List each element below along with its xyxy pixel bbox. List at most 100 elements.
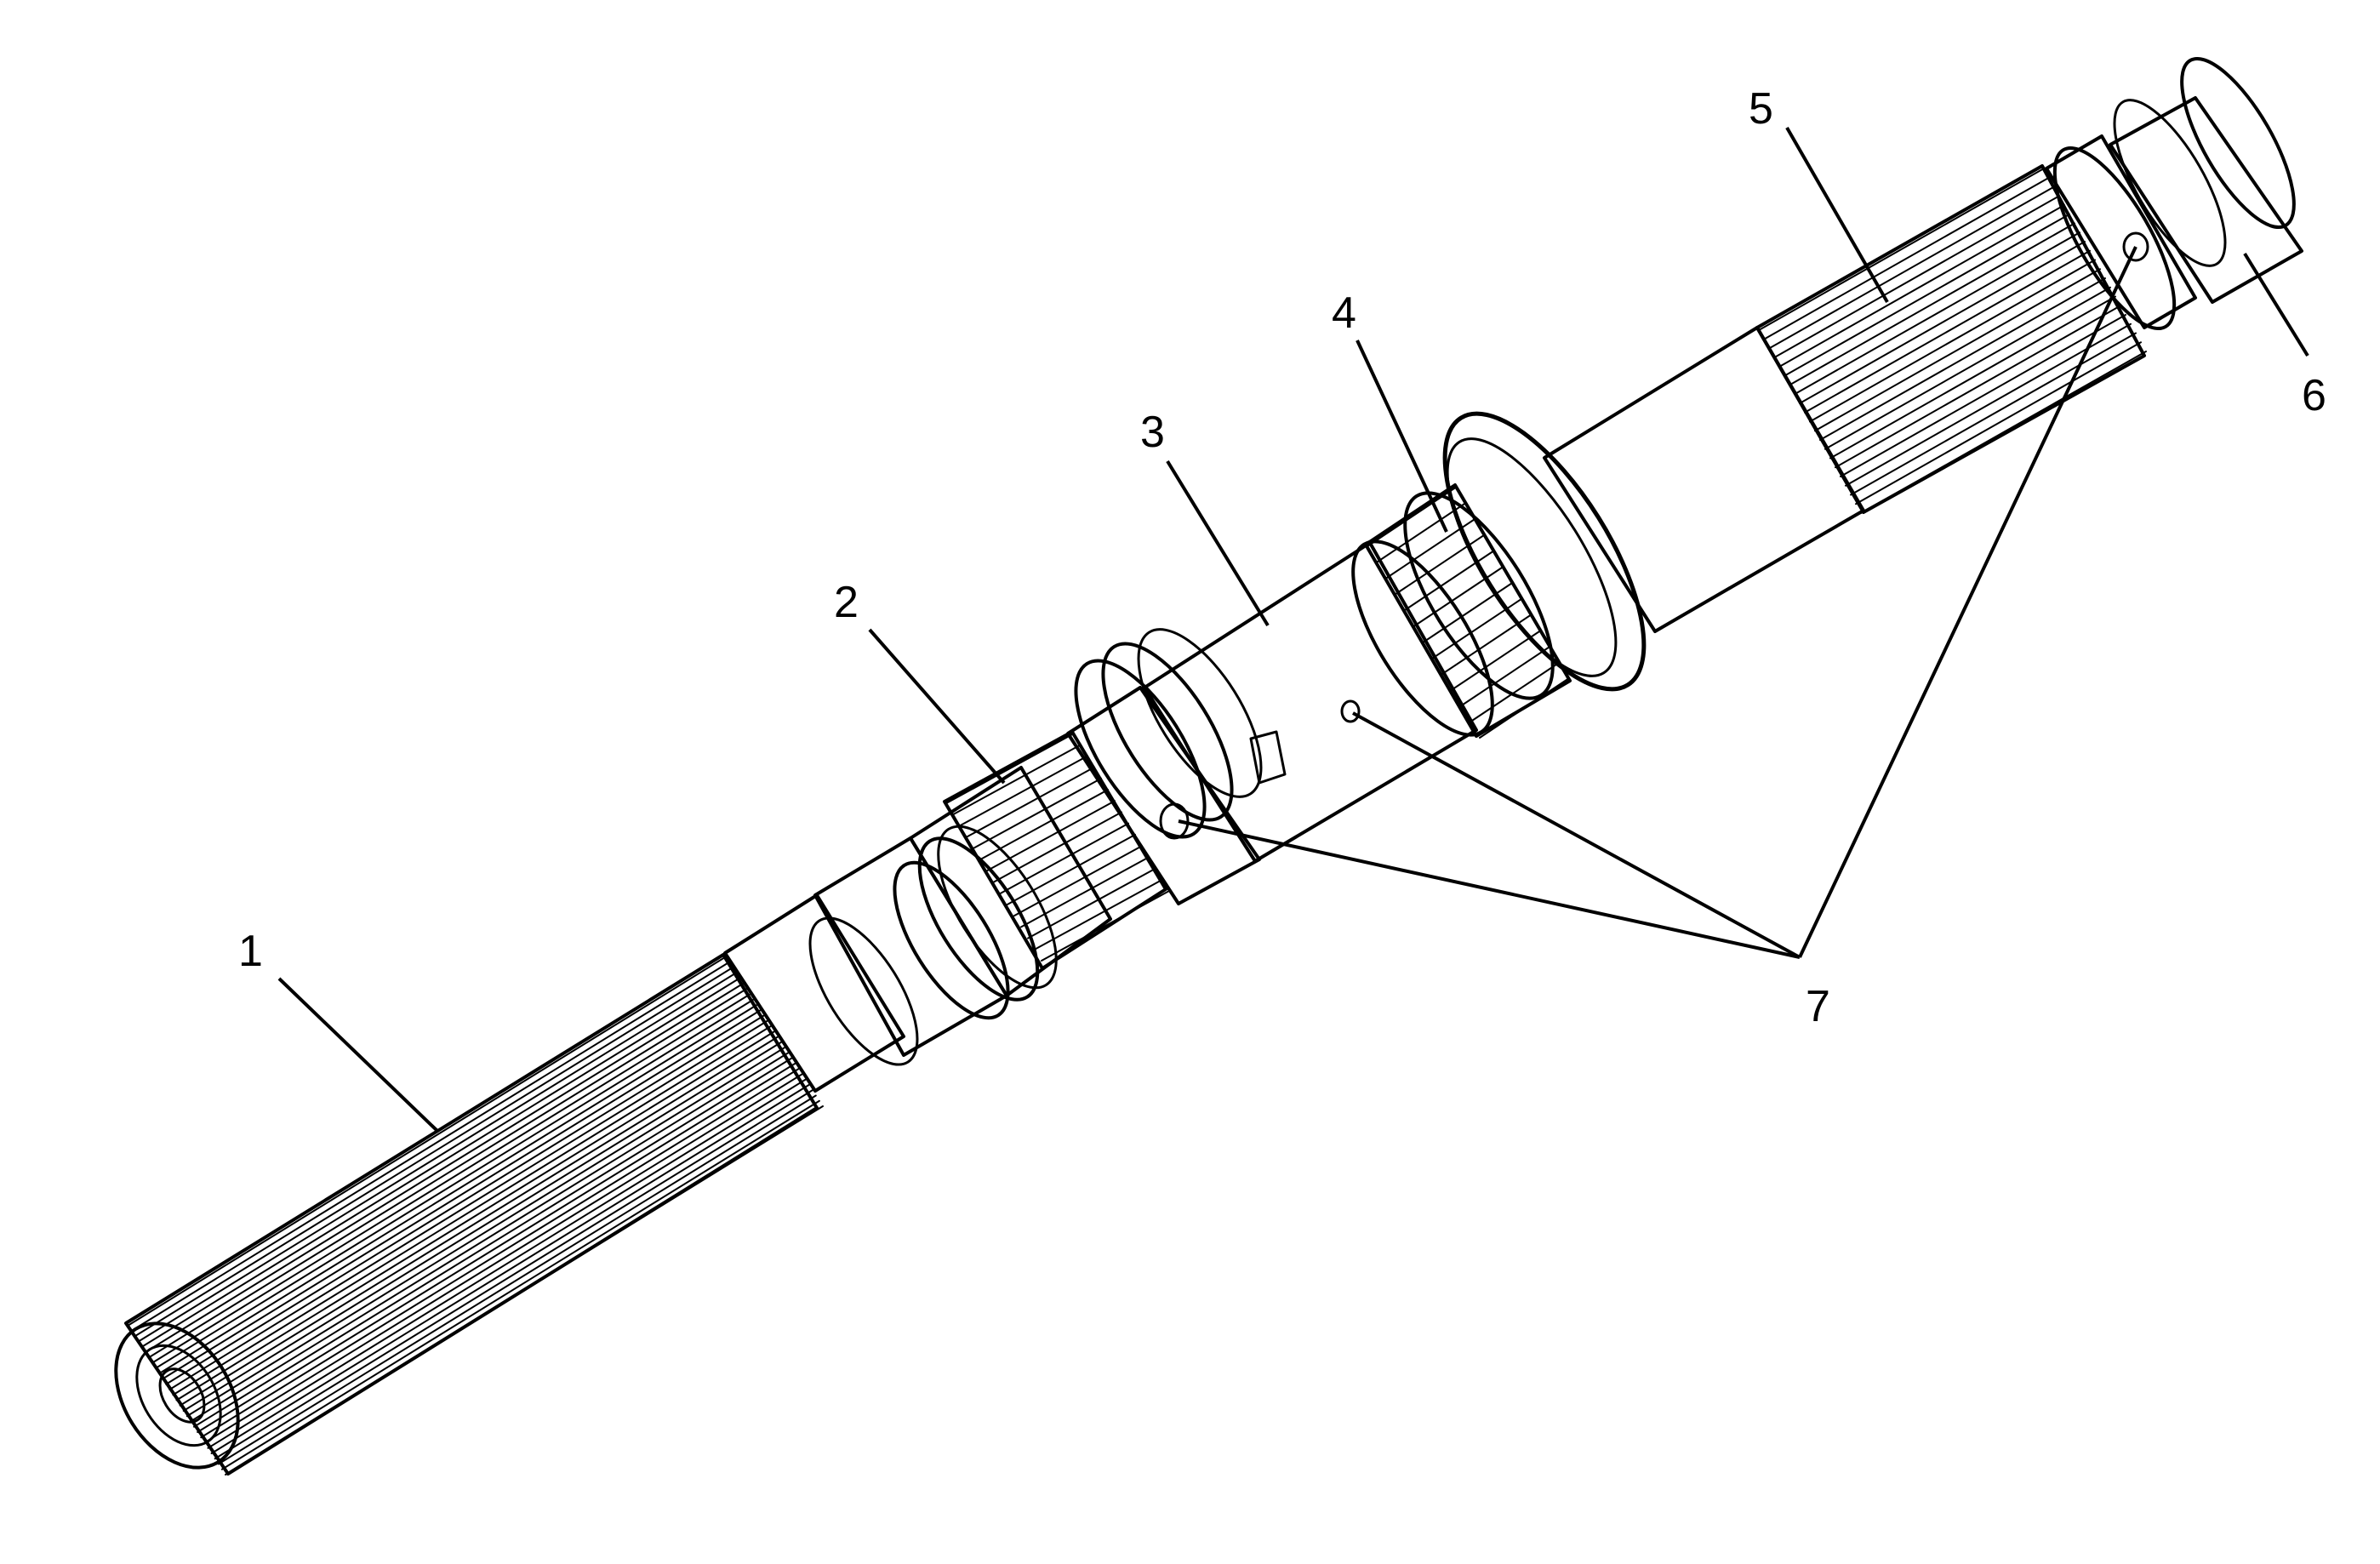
spline-tooth-line bbox=[200, 1068, 800, 1439]
spline-tooth-line bbox=[1809, 259, 2096, 423]
right-spline-section bbox=[1755, 164, 2147, 514]
spline-tooth-line bbox=[993, 811, 1122, 883]
spline-tooth-line bbox=[979, 789, 1109, 861]
spline-tooth-line bbox=[193, 1057, 793, 1428]
right-shaft bbox=[1543, 326, 1865, 633]
spline-tooth-line bbox=[1829, 295, 2116, 459]
spline-tooth-line bbox=[203, 1073, 803, 1444]
main-body-cylinder bbox=[1143, 541, 1478, 863]
spline-tooth-line bbox=[1855, 341, 2142, 505]
flange bbox=[1403, 411, 1647, 700]
spline-tooth-line bbox=[168, 1020, 768, 1390]
spline-tooth-line bbox=[1376, 501, 1467, 563]
spline-tooth-line bbox=[1413, 565, 1504, 627]
leader-1 bbox=[277, 977, 440, 1133]
spline-tooth-line bbox=[1460, 645, 1551, 707]
spline-tooth-line bbox=[210, 1084, 810, 1454]
spline-tooth-line bbox=[1479, 677, 1570, 739]
spline-tooth-line bbox=[182, 1042, 782, 1412]
leader-lines bbox=[277, 127, 2309, 1133]
right-journal bbox=[2045, 56, 2303, 331]
spline-tooth-line bbox=[973, 777, 1102, 849]
spline-tooth-line bbox=[1020, 856, 1150, 928]
spline-tooth-line bbox=[154, 999, 754, 1369]
spline-tooth-line bbox=[225, 1105, 824, 1476]
spline-tooth-line bbox=[1778, 204, 2065, 368]
spline-tooth-line bbox=[1799, 241, 2086, 404]
middle-spline-section bbox=[943, 730, 1170, 970]
spline-tooth-line bbox=[1000, 822, 1129, 894]
leader-6 bbox=[2243, 252, 2309, 357]
left-journal bbox=[723, 836, 1010, 1093]
left-spline-section bbox=[114, 953, 824, 1476]
leader-7a bbox=[1178, 819, 1801, 959]
spline-tooth-line bbox=[1034, 878, 1163, 950]
leader-3 bbox=[1166, 459, 1270, 627]
spline-tooth-line bbox=[151, 993, 751, 1364]
leader-2 bbox=[868, 628, 1006, 785]
leader-7c bbox=[1798, 246, 2137, 958]
spline-tooth-line bbox=[130, 962, 730, 1333]
callout-labels: 1 2 3 4 5 6 7 bbox=[238, 84, 2326, 1031]
spline-tooth-line bbox=[1758, 168, 2045, 331]
spline-tooth-line bbox=[197, 1063, 796, 1433]
spline-tooth-line bbox=[959, 755, 1088, 827]
spline-tooth-line bbox=[945, 733, 1075, 804]
spline-tooth-line bbox=[1007, 833, 1136, 905]
spline-tooth-line bbox=[1470, 661, 1561, 723]
spline-tooth-line bbox=[1784, 213, 2070, 377]
spline-tooth-line bbox=[1404, 550, 1495, 611]
ring-band bbox=[909, 766, 1112, 1002]
spline-tooth-line bbox=[162, 1009, 762, 1380]
spline-tooth-line bbox=[986, 800, 1116, 872]
spline-tooth-line bbox=[140, 978, 740, 1348]
spline-tooth-line bbox=[1794, 231, 2080, 396]
spline-tooth-line bbox=[1789, 222, 2075, 386]
spline-tooth-line bbox=[1773, 195, 2060, 359]
spline-tooth-line bbox=[1835, 305, 2121, 469]
spline-tooth-line bbox=[137, 972, 737, 1343]
spline-tooth-line bbox=[217, 1094, 817, 1465]
spline-tooth-line bbox=[144, 983, 744, 1354]
leader-4 bbox=[1356, 340, 1448, 533]
spline-tooth-line bbox=[207, 1078, 807, 1449]
spline-tooth-line bbox=[1013, 845, 1143, 917]
spline-tooth-line bbox=[147, 988, 747, 1359]
spline-tooth-line bbox=[185, 1047, 785, 1418]
spline-tooth-line bbox=[127, 956, 726, 1327]
spline-tooth-line bbox=[175, 1030, 775, 1401]
spline-tooth-line bbox=[952, 744, 1082, 816]
spline-tooth-line bbox=[1423, 581, 1514, 643]
spline-gear-4 bbox=[1351, 483, 1572, 739]
spline-tooth-line bbox=[172, 1025, 772, 1396]
spline-tooth-line bbox=[214, 1089, 813, 1460]
callout-5: 5 bbox=[1749, 84, 1773, 134]
spline-tooth-line bbox=[1027, 867, 1156, 939]
spline-tooth-line bbox=[220, 1099, 820, 1470]
spline-tooth-line bbox=[1768, 186, 2055, 350]
spline-tooth-line bbox=[134, 967, 733, 1338]
spline-tooth-line bbox=[165, 1014, 765, 1385]
spline-tooth-line bbox=[1824, 286, 2111, 450]
spline-tooth-line bbox=[1860, 351, 2147, 514]
spline-tooth-line bbox=[966, 766, 1095, 838]
spline-tooth-line bbox=[179, 1036, 779, 1407]
leader-5 bbox=[1785, 127, 1889, 303]
spline-tooth-line bbox=[189, 1052, 789, 1423]
spline-tooth-line bbox=[1850, 332, 2137, 496]
spline-tooth-line bbox=[1819, 277, 2106, 441]
spline-tooth-line bbox=[1845, 323, 2132, 487]
leader-7b bbox=[1352, 711, 1801, 959]
callout-1: 1 bbox=[238, 927, 263, 976]
spline-tooth-line bbox=[157, 1004, 757, 1375]
callout-7: 7 bbox=[1806, 982, 1830, 1031]
spline-tooth-line bbox=[1041, 890, 1170, 962]
spline-tooth-line bbox=[1451, 629, 1542, 691]
callout-3: 3 bbox=[1140, 408, 1165, 457]
callout-4: 4 bbox=[1332, 288, 1356, 338]
callout-2: 2 bbox=[834, 578, 859, 627]
spline-tooth-line bbox=[1814, 268, 2101, 432]
shaft-illustration bbox=[114, 56, 2303, 1476]
callout-6: 6 bbox=[2302, 371, 2326, 420]
